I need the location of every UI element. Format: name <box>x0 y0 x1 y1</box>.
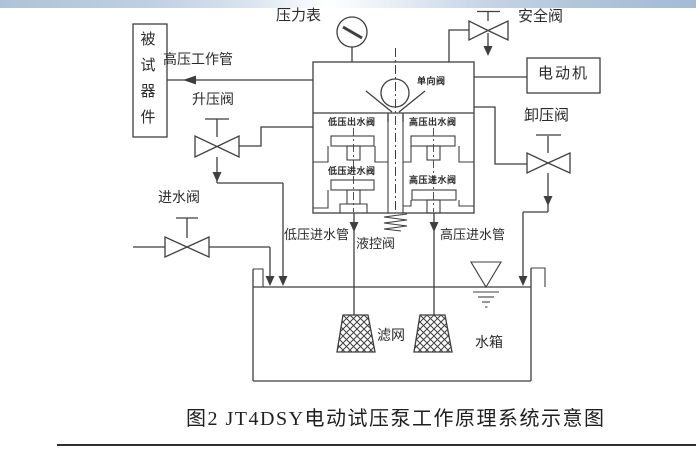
lp-inlet-pipe-label: 低压进水管 <box>284 227 350 242</box>
suction-pipes <box>349 213 439 315</box>
lp-outlet-valve-label: 低压出水阀 <box>328 117 376 127</box>
safety-valve-icon <box>448 10 509 62</box>
hp-inlet-valve-icon <box>403 189 474 214</box>
check-valve-icon <box>365 78 426 122</box>
water-tank-label: 水箱 <box>475 334 503 350</box>
filter-label: 滤网 <box>377 327 405 343</box>
pressure-gauge-label: 压力表 <box>276 7 322 24</box>
water-inlet-valve-icon <box>133 217 275 286</box>
hp-work-pipe-label: 高压工作管 <box>163 51 233 67</box>
lp-outlet-valve-icon <box>313 128 388 212</box>
filter-left-icon <box>336 314 376 353</box>
lp-inlet-valve-icon <box>313 179 375 213</box>
motor-label: 电动机 <box>537 65 589 82</box>
hp-inlet-pipe-label: 高压进水管 <box>440 227 506 242</box>
pilot-valve-label: 液控阀 <box>356 236 396 251</box>
top-banner <box>0 0 696 8</box>
hp-work-pipe-line <box>167 75 313 85</box>
unload-valve-icon <box>474 106 571 286</box>
test-piece-label: 被试器件 <box>138 31 156 135</box>
motor-box <box>474 57 601 94</box>
lp-inlet-valve-label: 低压进水阀 <box>328 166 376 176</box>
hp-outlet-valve-icon <box>403 128 474 212</box>
pressure-gauge-icon <box>336 16 368 62</box>
bottom-rule <box>57 444 696 446</box>
water-level-icon <box>470 261 502 308</box>
hp-outlet-valve-label: 高压出水阀 <box>409 117 457 127</box>
figure-caption: 图2 JT4DSY电动试压泵工作原理系统示意图 <box>186 408 606 430</box>
check-valve-label: 单向阀 <box>417 76 446 86</box>
unload-valve-label: 卸压阀 <box>524 107 570 124</box>
hp-inlet-valve-label: 高压进水阀 <box>409 175 457 185</box>
water-tank-outline <box>252 267 546 382</box>
boost-valve-icon <box>194 118 313 286</box>
water-inlet-valve-label: 进水阀 <box>158 189 200 205</box>
boost-valve-label: 升压阀 <box>192 91 234 107</box>
filter-right-icon <box>413 314 453 353</box>
safety-valve-label: 安全阀 <box>518 8 564 25</box>
pump-block <box>312 48 475 214</box>
pilot-valve-spring-icon <box>383 213 408 232</box>
